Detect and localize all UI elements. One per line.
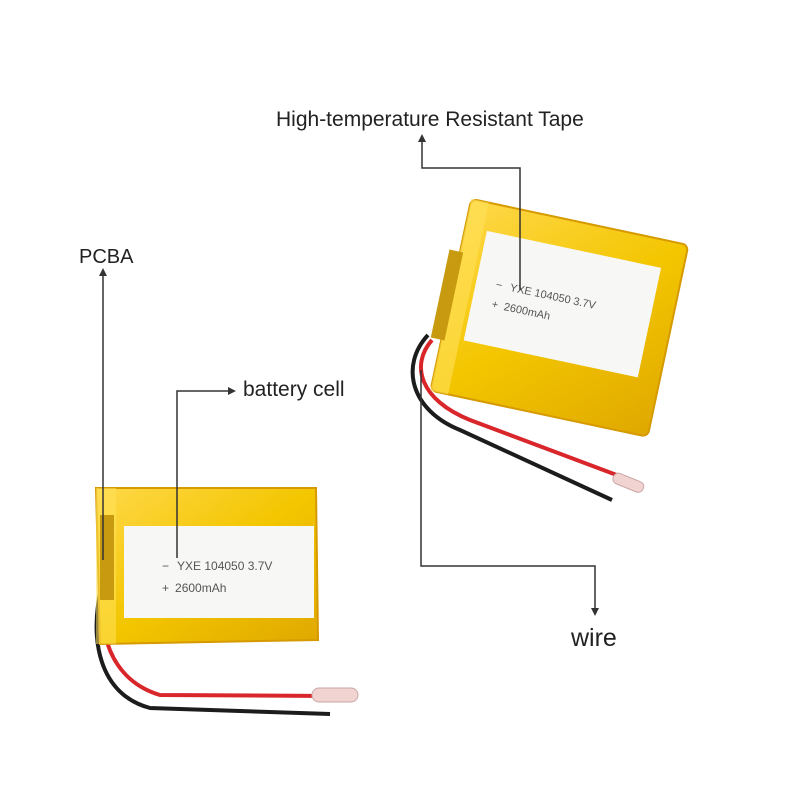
sticker-top-right	[463, 230, 662, 378]
black-wire-top-right	[410, 333, 613, 502]
label-wire: wire	[571, 624, 617, 652]
print-model-bottom-left: −YXE 104050 3.7V	[162, 559, 272, 573]
label-battery-cell: battery cell	[243, 378, 345, 401]
wire-tip-top-right	[612, 472, 645, 493]
label-tape: High-temperature Resistant Tape	[276, 108, 584, 131]
red-wire-top-right	[418, 338, 631, 482]
battery-bottom-left: −YXE 104050 3.7V +2600mAh	[94, 487, 359, 716]
print-capacity-bottom-left: +2600mAh	[162, 581, 226, 595]
leader-line-tape	[418, 134, 521, 290]
label-pcba: PCBA	[79, 246, 134, 268]
pcba-strip-top-right	[430, 249, 464, 341]
leader-line-wire	[420, 370, 599, 616]
leader-line-battery-cell	[176, 387, 236, 558]
battery-top-right: −YXE 104050 3.7V +2600mAh	[410, 198, 689, 502]
pcba-strip-bottom-left	[100, 515, 114, 600]
wire-tip-bottom-left	[311, 687, 359, 703]
sticker-bottom-left	[124, 526, 314, 618]
